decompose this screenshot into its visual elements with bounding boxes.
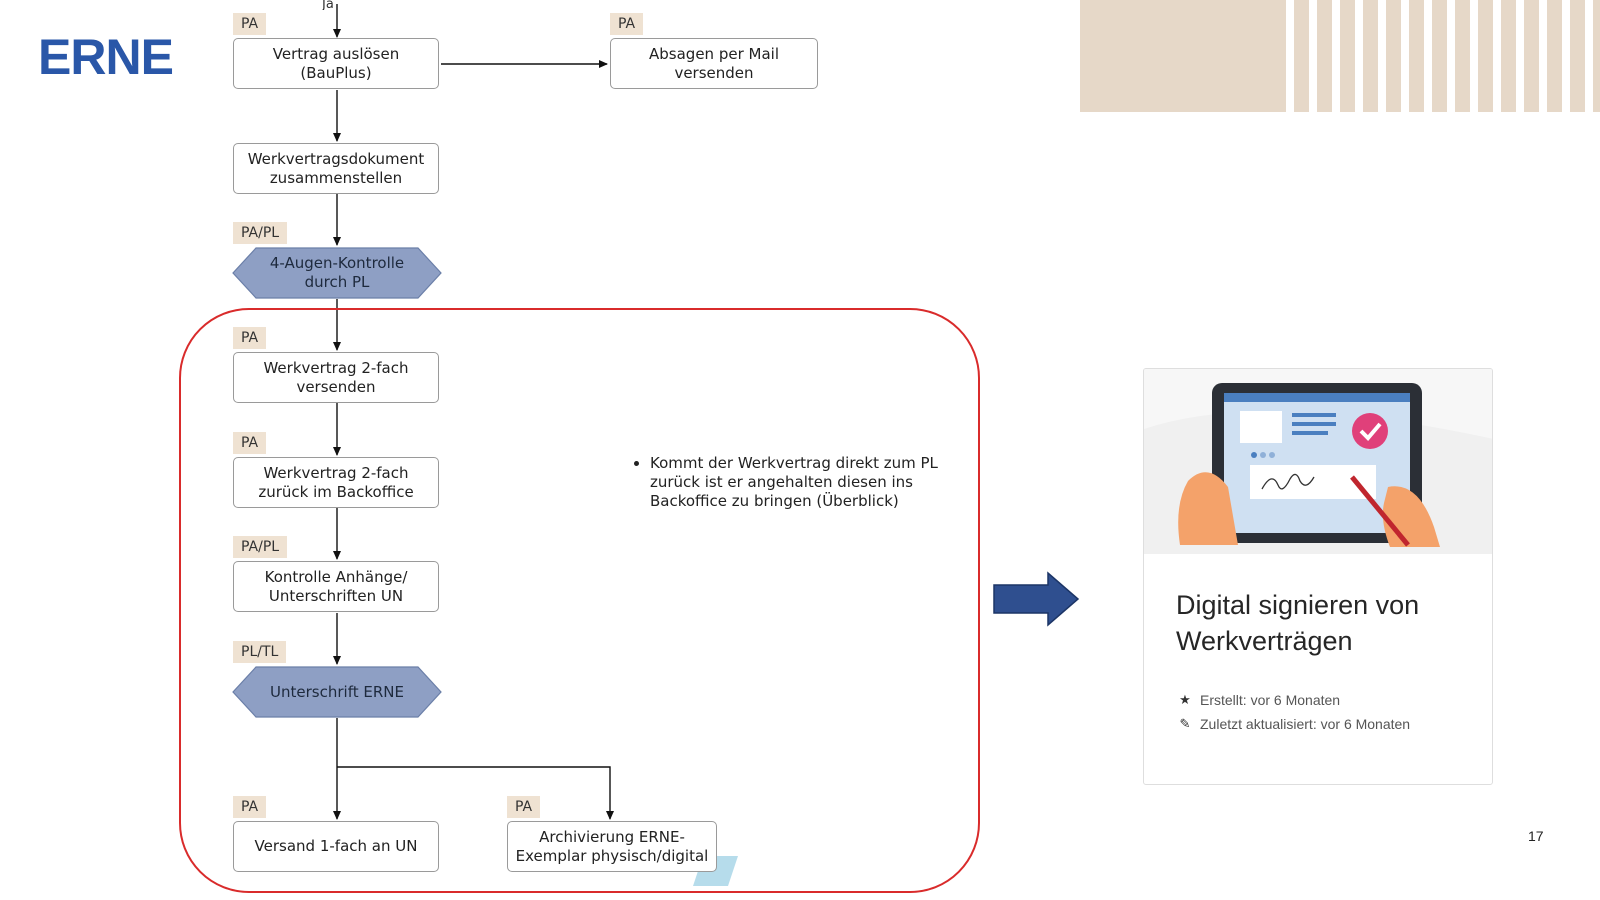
- flow-top-label: Ja: [322, 0, 334, 10]
- node-unterschrift-erne: Unterschrift ERNE: [232, 666, 442, 718]
- role-tag: PA/PL: [233, 222, 288, 244]
- right-arrow-icon: [993, 571, 1080, 627]
- role-tag: PA/PL: [233, 536, 288, 558]
- decorative-stripes: [1080, 0, 1600, 112]
- card-updated: ✎ Zuletzt aktualisiert: vor 6 Monaten: [1178, 716, 1411, 732]
- node-werkvertragsdokument: Werkvertragsdokument zusammenstellen: [233, 143, 439, 194]
- node-versand-1-fach: Versand 1-fach an UN: [233, 821, 439, 872]
- resource-card[interactable]: Digital signieren von Werkverträgen ★ Er…: [1143, 368, 1493, 785]
- role-tag: PA: [233, 432, 267, 454]
- node-werkvertrag-versenden: Werkvertrag 2-fach versenden: [233, 352, 439, 403]
- node-absagen-per-mail: Absagen per Mail versenden: [610, 38, 818, 89]
- erne-logo: ERNE: [38, 29, 174, 85]
- hexagon-shape: [232, 247, 442, 299]
- role-tag: PA: [233, 13, 267, 35]
- card-title: Digital signieren von Werkverträgen: [1176, 590, 1420, 656]
- updated-text: Zuletzt aktualisiert: vor 6 Monaten: [1200, 716, 1411, 732]
- role-tag: PA: [233, 796, 267, 818]
- process-note: Kommt der Werkvertrag direkt zum PL zurü…: [630, 454, 970, 511]
- role-tag: PA: [610, 13, 644, 35]
- tablet-signing-illustration: [1144, 369, 1492, 554]
- role-tag: PA: [233, 327, 267, 349]
- pencil-icon: ✎: [1179, 716, 1191, 731]
- node-label: Unterschrift ERNE: [270, 682, 404, 701]
- card-created: ★ Erstellt: vor 6 Monaten: [1178, 692, 1340, 708]
- star-icon: ★: [1179, 692, 1191, 707]
- highlight-frame: [179, 308, 980, 893]
- node-4-augen-kontrolle: 4-Augen-Kontrolle durch PL: [232, 247, 442, 299]
- node-archivierung: Archivierung ERNE- Exemplar physisch/dig…: [507, 821, 717, 872]
- note-item: Kommt der Werkvertrag direkt zum PL zurü…: [650, 454, 970, 511]
- role-tag: PA: [507, 796, 541, 818]
- role-tag: PL/TL: [233, 641, 287, 663]
- node-vertrag-ausloesen: Vertrag auslösen (BauPlus): [233, 38, 439, 89]
- created-text: Erstellt: vor 6 Monaten: [1200, 692, 1341, 708]
- hexagon-shape: [232, 666, 442, 718]
- process-flowchart: Ja PA Vertrag auslösen (BauPlus) PA Absa…: [0, 0, 1000, 900]
- node-label: 4-Augen-Kontrolle durch PL: [269, 254, 405, 291]
- node-kontrolle-anhaenge: Kontrolle Anhänge/ Unterschriften UN: [233, 561, 439, 612]
- page-number: 17: [1528, 828, 1544, 844]
- node-werkvertrag-zurueck: Werkvertrag 2-fach zurück im Backoffice: [233, 457, 439, 508]
